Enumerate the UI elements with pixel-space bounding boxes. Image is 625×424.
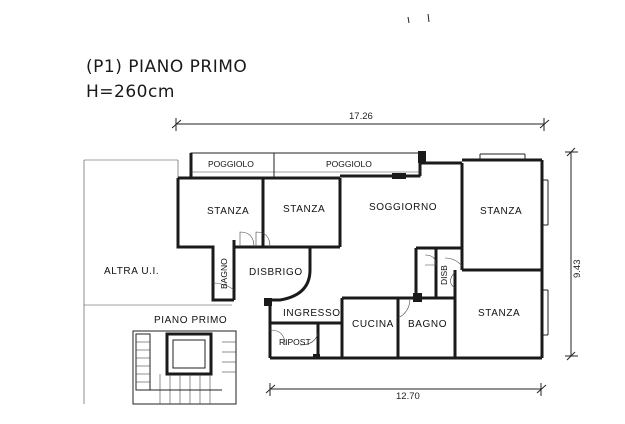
interior-walls (232, 163, 542, 358)
pillars (264, 151, 426, 359)
dimension-top: 17.26 (171, 111, 550, 131)
dimension-right-label: 9.43 (572, 260, 583, 279)
plan-title: (P1) PIANO PRIMO (86, 57, 247, 77)
room-altra-ui: ALTRA U.I. (104, 266, 159, 277)
dimension-bottom: 12.70 (265, 383, 547, 402)
label-stanza-3: STANZA (480, 206, 522, 217)
label-stanza-2: STANZA (283, 204, 325, 215)
balconies: POGGIOLO POGGIOLO (189, 152, 421, 178)
dimension-bottom-label: 12.70 (396, 391, 420, 402)
label-cucina: CUCINA (352, 319, 394, 330)
label-disb: DISB (439, 265, 449, 285)
label-poggiolo-right: POGGIOLO (326, 159, 372, 169)
label-poggiolo-left: POGGIOLO (208, 159, 254, 169)
neighbour-unit: ALTRA U.I. (83, 159, 232, 404)
label-soggiorno: SOGGIORNO (369, 202, 437, 213)
label-ripost: RIPOST (279, 337, 311, 347)
label-bagno-1: BAGNO (219, 258, 229, 289)
label-piano-primo-stair: PIANO PRIMO (154, 315, 227, 326)
label-disbrigo: DISBRIGO (249, 267, 303, 278)
outer-walls (176, 154, 544, 360)
label-ingresso: INGRESSO (283, 308, 341, 319)
plan-height: H=260cm (86, 82, 175, 102)
corner-marks (407, 13, 430, 24)
stair-well: PIANO PRIMO (132, 315, 237, 405)
label-stanza-1: STANZA (207, 206, 249, 217)
label-stanza-4: STANZA (478, 308, 520, 319)
windows (479, 153, 549, 336)
dimension-right: 9.43 (565, 147, 583, 361)
label-bagno-2: BAGNO (408, 319, 447, 330)
door-swings (212, 231, 463, 346)
dimension-top-label: 17.26 (349, 111, 373, 122)
